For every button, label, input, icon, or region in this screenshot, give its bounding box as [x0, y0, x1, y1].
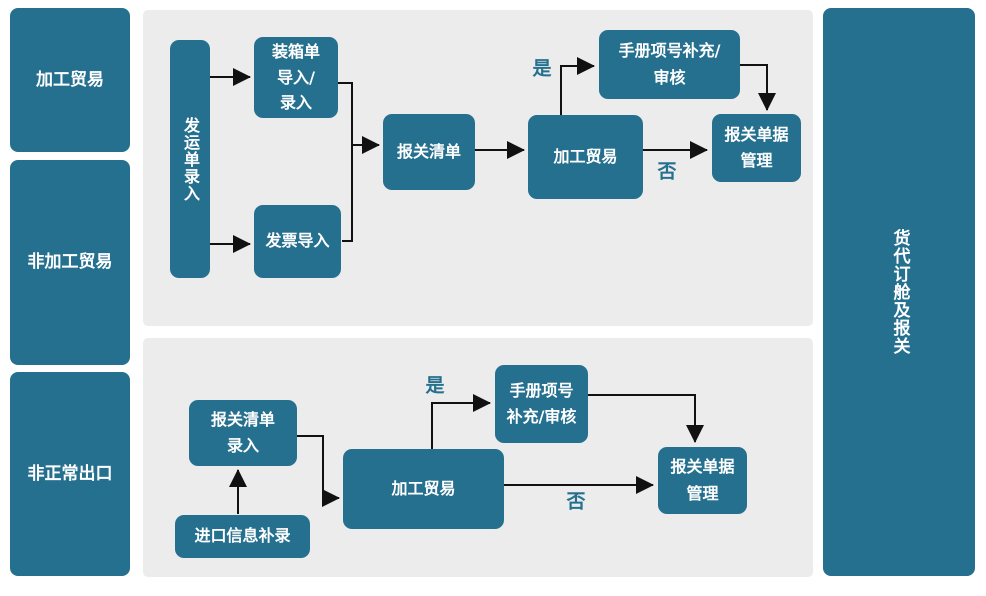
node-declaration-document-management-top: 报关单据 管理 [712, 114, 801, 182]
sidebar-item-abnormal-export: 非正常出口 [10, 372, 130, 576]
node-declaration-list-entry: 报关清单 录入 [189, 400, 297, 466]
branch-label-no-top: 否 [657, 160, 677, 183]
sidebar-item-processing-trade: 加工贸易 [10, 8, 130, 152]
node-manual-item-supplement-review-top: 手册项号补充/ 审核 [599, 30, 740, 99]
branch-label-yes-top: 是 [532, 57, 552, 80]
node-shipping-order-entry: 发运单录入 [170, 40, 210, 278]
freight-booking-and-declaration-bar: 货代订舱及报关 [823, 8, 975, 576]
node-declaration-list: 报关清单 [383, 114, 475, 190]
node-manual-item-supplement-review-bottom: 手册项号 补充/审核 [495, 365, 588, 443]
node-invoice-import: 发票导入 [254, 205, 341, 278]
branch-label-yes-bottom: 是 [425, 374, 445, 397]
branch-label-no-bottom: 否 [566, 490, 586, 513]
node-declaration-document-management-bottom: 报关单据 管理 [658, 447, 747, 514]
sidebar-item-non-processing-trade: 非加工贸易 [10, 160, 130, 365]
node-import-info-supplementary-entry: 进口信息补录 [175, 515, 310, 558]
node-processing-trade-bottom: 加工贸易 [343, 449, 504, 529]
node-processing-trade-top: 加工贸易 [528, 115, 643, 199]
node-packing-list-import: 装箱单 导入/ 录入 [254, 37, 338, 118]
